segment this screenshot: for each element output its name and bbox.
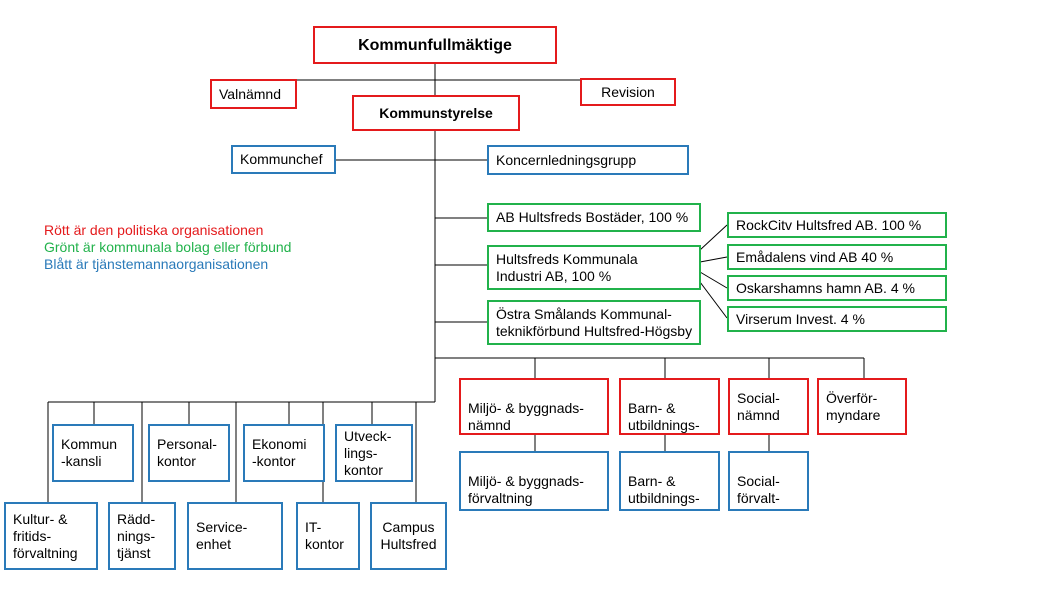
oskarshamn-label: Oskarshamns hamn AB. 4 %: [736, 279, 915, 296]
line-rockcity: [699, 224, 728, 251]
miljo-namnd-label: Miljö- & byggnads- nämnd Hultsfred-Vimme…: [468, 400, 584, 433]
legend-companies: Grönt är kommunala bolag eller förbund: [44, 239, 292, 255]
serviceenhet-label: Service- enhet: [196, 519, 248, 552]
emadalens-label: Emådalens vind AB 40 %: [736, 248, 894, 265]
koncernledningsgrupp-label: Koncernledningsgrupp: [496, 151, 637, 168]
revision-label: Revision: [601, 83, 655, 100]
kommunkansli-label: Kommun -kansli: [61, 436, 118, 469]
kommunchef-label: Kommunchef: [240, 151, 323, 167]
kommunkansli-box: Kommun -kansli: [52, 424, 134, 482]
line-oskarshamn: [699, 271, 728, 289]
legend: Rött är den politiska organisationen Grö…: [44, 222, 291, 273]
kommunchef-box: Kommunchef: [231, 145, 336, 174]
miljo-forvaltning-box: Miljö- & byggnads- förvaltning Hultsfred…: [459, 451, 609, 511]
legend-officials: Blått är tjänstemannaorganisationen: [44, 256, 269, 272]
line-emadalens: [699, 256, 728, 263]
miljo-forvaltning-label: Miljö- & byggnads- förvaltning Hultsfred…: [468, 473, 591, 509]
raddning-label: Rädd- nings- tjänst: [117, 510, 156, 561]
social-namnd-box: Social- nämnd: [728, 378, 809, 435]
ekonomikontor-label: Ekonomi -kontor: [252, 436, 307, 469]
line-virserum: [699, 281, 728, 319]
kommunfullmaktige-box: Kommunfullmäktige: [313, 26, 557, 64]
overformyndare-label: Överför- myndare: [826, 389, 881, 423]
valnamnd-label: Valnämnd: [219, 85, 282, 102]
utvecklingskontor-label: Utveck- lings- kontor: [344, 427, 392, 478]
social-namnd-label: Social- nämnd: [737, 389, 780, 423]
valnamnd-box: Valnämnd: [210, 79, 297, 109]
emadalens-box: Emådalens vind AB 40 %: [727, 244, 947, 270]
campus-box: Campus Hultsfred: [370, 502, 447, 570]
oskarshamn-box: Oskarshamns hamn AB. 4 %: [727, 275, 947, 301]
ekonomikontor-box: Ekonomi -kontor: [243, 424, 325, 482]
social-forvaltning-label: Social- förvalt- ning: [737, 473, 780, 509]
itkontor-box: IT- kontor: [296, 502, 360, 570]
overformyndare-box: Överför- myndare: [817, 378, 907, 435]
virserum-label: Virserum Invest. 4 %: [736, 310, 865, 327]
industri-box: Hultsfreds Kommunala Industri AB, 100 %: [487, 245, 701, 290]
campus-label: Campus Hultsfred: [380, 519, 437, 552]
kommunstyrelse-label: Kommunstyrelse: [379, 104, 493, 121]
revision-box: Revision: [580, 78, 676, 106]
forbund-label: Östra Smålands Kommunal- teknikförbund H…: [496, 305, 693, 339]
kommunstyrelse-box: Kommunstyrelse: [352, 95, 520, 131]
serviceenhet-box: Service- enhet: [187, 502, 283, 570]
forbund-box: Östra Smålands Kommunal- teknikförbund H…: [487, 300, 701, 345]
social-forvaltning-box: Social- förvalt- ning: [728, 451, 809, 511]
barn-namnd-label: Barn- & utbildnings- nämnd: [628, 400, 700, 433]
bostader-label: AB Hultsfreds Bostäder, 100 %: [496, 209, 689, 225]
kommunfullmaktige-label: Kommunfullmäktige: [358, 36, 512, 54]
industri-label: Hultsfreds Kommunala Industri AB, 100 %: [496, 250, 638, 284]
barn-forvaltning-box: Barn- & utbildnings- förvaltning: [619, 451, 720, 511]
utvecklingskontor-box: Utveck- lings- kontor: [335, 424, 413, 482]
itkontor-label: IT- kontor: [305, 519, 344, 552]
rockcity-label: RockCitv Hultsfred AB. 100 %: [736, 216, 922, 233]
virserum-box: Virserum Invest. 4 %: [727, 306, 947, 332]
personalkontor-label: Personal- kontor: [157, 436, 217, 469]
barn-forvaltning-label: Barn- & utbildnings- förvaltning: [628, 473, 700, 509]
koncernledningsgrupp-box: Koncernledningsgrupp: [487, 145, 689, 175]
barn-namnd-box: Barn- & utbildnings- nämnd: [619, 378, 720, 435]
kultur-label: Kultur- & fritids- förvaltning: [13, 510, 78, 561]
miljo-namnd-box: Miljö- & byggnads- nämnd Hultsfred-Vimme…: [459, 378, 609, 435]
kultur-box: Kultur- & fritids- förvaltning: [4, 502, 98, 570]
legend-political: Rött är den politiska organisationen: [44, 222, 264, 238]
personalkontor-box: Personal- kontor: [148, 424, 230, 482]
bostader-box: AB Hultsfreds Bostäder, 100 %: [487, 203, 701, 232]
raddning-box: Rädd- nings- tjänst: [108, 502, 176, 570]
rockcity-box: RockCitv Hultsfred AB. 100 %: [727, 212, 947, 238]
